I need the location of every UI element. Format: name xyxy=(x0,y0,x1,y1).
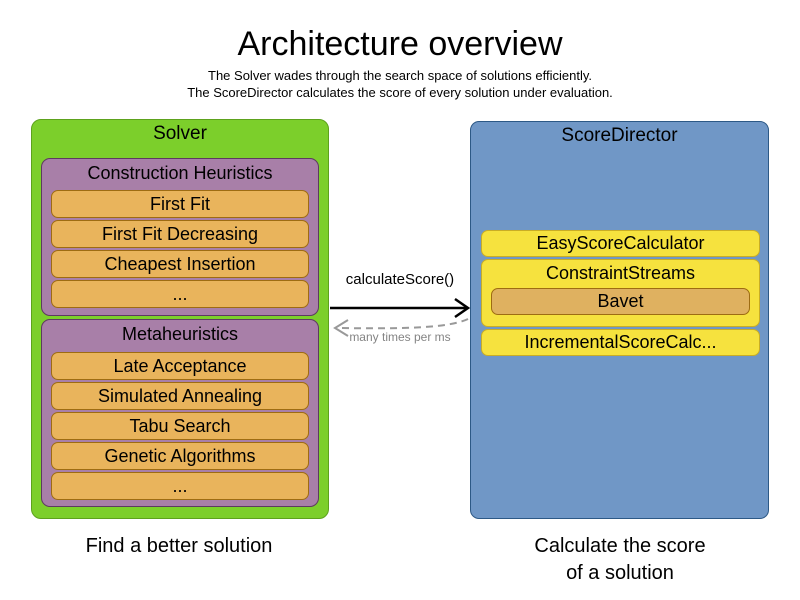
subtitle-scoredirector: The ScoreDirector calculates the score o… xyxy=(187,85,613,100)
solver-caption: Find a better solution xyxy=(85,535,273,557)
score-director-box: ScoreDirector EasyScoreCalculator Constr… xyxy=(470,121,769,519)
solver-box-title: Solver xyxy=(153,123,207,144)
metaheuristics-title: Metaheuristics xyxy=(121,324,239,344)
constraint-streams-item: ConstraintStreams Bavet xyxy=(481,259,760,327)
construction-heuristics-title: Construction Heuristics xyxy=(87,163,273,183)
metaheuristic-item: Tabu Search xyxy=(51,412,309,440)
score-director-caption-line2: of a solution xyxy=(566,562,674,584)
frequency-arrow-head-icon xyxy=(333,319,349,337)
subtitle-solver: The Solver wades through the search spac… xyxy=(208,68,592,83)
metaheuristic-item-ellipsis: ... xyxy=(51,472,309,500)
heuristic-item: First Fit Decreasing xyxy=(51,220,309,248)
score-director-caption: Calculate the score of a solution xyxy=(470,533,770,587)
construction-heuristics-group: Construction Heuristics First Fit First … xyxy=(41,158,319,316)
arrows-graphic xyxy=(330,297,471,337)
construction-heuristics-items: First Fit First Fit Decreasing Cheapest … xyxy=(51,190,309,308)
page-title: Architecture overview xyxy=(237,25,563,63)
solver-box: Solver Construction Heuristics First Fit… xyxy=(31,119,329,519)
calculator-stack: EasyScoreCalculator ConstraintStreams Ba… xyxy=(481,230,760,356)
frequency-label: many times per ms xyxy=(349,330,451,344)
frequency-arrow xyxy=(338,318,469,330)
constraint-streams-label: ConstraintStreams xyxy=(545,263,696,283)
score-director-title: ScoreDirector xyxy=(561,125,678,146)
bavet-item: Bavet xyxy=(491,288,750,315)
metaheuristic-item: Late Acceptance xyxy=(51,352,309,380)
call-arrow-head-icon xyxy=(454,297,471,319)
score-director-caption-line1: Calculate the score xyxy=(534,535,706,557)
easy-score-calculator-item: EasyScoreCalculator xyxy=(481,230,760,257)
heuristic-item: Cheapest Insertion xyxy=(51,250,309,278)
heuristic-item: First Fit xyxy=(51,190,309,218)
metaheuristics-group: Metaheuristics Late Acceptance Simulated… xyxy=(41,319,319,507)
metaheuristic-item: Genetic Algorithms xyxy=(51,442,309,470)
metaheuristics-items: Late Acceptance Simulated Annealing Tabu… xyxy=(51,352,309,500)
calculate-score-label: calculateScore() xyxy=(345,271,455,288)
heuristic-item-ellipsis: ... xyxy=(51,280,309,308)
metaheuristic-item: Simulated Annealing xyxy=(51,382,309,410)
incremental-score-calculator-item: IncrementalScoreCalc... xyxy=(481,329,760,356)
